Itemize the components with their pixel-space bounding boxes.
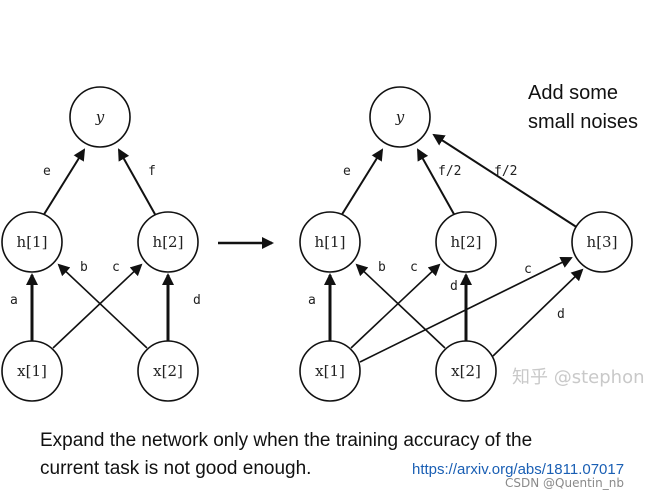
right-node-h2-label: h[2] <box>451 233 482 251</box>
left-node-x1-label: x[1] <box>17 362 47 380</box>
right-edge-label-f-half-1: f/2 <box>438 164 461 179</box>
right-node-h3 <box>571 211 633 273</box>
right-edge-x2-h1 <box>355 263 446 349</box>
left-edge-label-f: f <box>148 164 156 179</box>
left-network: e f a b c d y h[1] h[2] x[1] x[2] <box>1 86 201 402</box>
left-node-y-label: y <box>95 108 105 126</box>
left-node-x1 <box>1 340 63 402</box>
left-node-h1-label: h[1] <box>17 233 48 251</box>
left-node-x2-label: x[2] <box>153 362 183 380</box>
right-node-y <box>369 86 431 148</box>
left-edge-label-e: e <box>43 164 51 179</box>
left-node-h1 <box>1 211 63 273</box>
right-node-x2 <box>435 340 497 402</box>
left-edge-x2-h1 <box>57 263 148 349</box>
left-node-h2 <box>137 211 199 273</box>
right-edge-x1-h2 <box>350 263 441 349</box>
left-node-y <box>69 86 131 148</box>
right-network: e f/2 f/2 a b c c d d y h[1] h[2] h[3] x… <box>299 86 633 402</box>
left-node-x2 <box>137 340 199 402</box>
left-edge-h2-y <box>118 148 157 217</box>
right-edge-x1-h3 <box>359 257 573 363</box>
right-node-h2 <box>435 211 497 273</box>
right-node-x1-label: x[1] <box>315 362 345 380</box>
right-edge-label-b: b <box>378 260 386 275</box>
left-edge-label-c: c <box>112 260 120 275</box>
right-node-x1 <box>299 340 361 402</box>
note-line-1: Add some <box>528 82 618 104</box>
left-edge-label-a: a <box>10 293 18 308</box>
csdn-watermark: CSDN @Quentin_nb <box>505 476 624 490</box>
right-edge-x2-h3 <box>492 268 584 357</box>
right-edge-label-c1: c <box>410 260 418 275</box>
right-node-h1 <box>299 211 361 273</box>
zhihu-watermark: 知乎 @stephon <box>512 367 645 388</box>
left-edge-x1-h2 <box>52 263 143 349</box>
caption-line-2: current task is not good enough. <box>40 458 312 479</box>
right-edge-h3-y <box>432 133 579 229</box>
right-edge-label-d2: d <box>557 307 565 322</box>
right-edge-label-c2: c <box>524 262 532 277</box>
caption-line-1: Expand the network only when the trainin… <box>40 430 533 451</box>
right-edge-label-a: a <box>308 293 316 308</box>
right-edge-label-e: e <box>343 164 351 179</box>
right-edge-label-d1: d <box>450 279 458 294</box>
right-node-h1-label: h[1] <box>315 233 346 251</box>
note-line-2: small noises <box>528 111 638 133</box>
left-edge-label-b: b <box>80 260 88 275</box>
right-node-y-label: y <box>395 108 405 126</box>
arxiv-link[interactable]: https://arxiv.org/abs/1811.07017 <box>412 461 625 478</box>
right-edge-label-f-half-2: f/2 <box>494 164 517 179</box>
left-edge-label-d: d <box>193 293 201 308</box>
right-edge-h2-y <box>417 148 456 217</box>
left-edge-h1-y <box>42 148 86 217</box>
right-node-x2-label: x[2] <box>451 362 481 380</box>
left-node-h2-label: h[2] <box>153 233 184 251</box>
right-edge-h1-y <box>340 148 384 217</box>
right-node-h3-label: h[3] <box>587 233 618 251</box>
